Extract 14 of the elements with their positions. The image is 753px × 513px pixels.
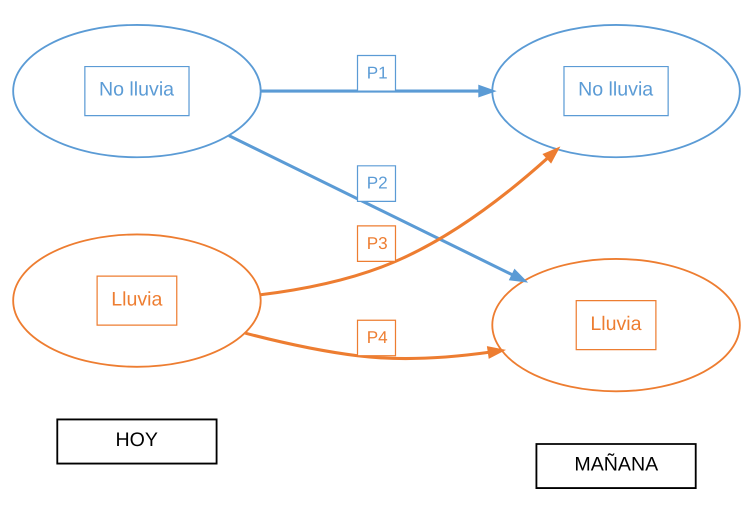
node-box: MAÑANA (536, 443, 697, 490)
arrow (228, 134, 528, 283)
node-ellipse: No lluvia (12, 24, 262, 158)
node-box: HOY (56, 418, 218, 464)
edge-label: P4 (366, 327, 388, 348)
node-ellipse: No lluvia (491, 24, 741, 158)
arrow (245, 332, 506, 360)
node-ellipse: Lluvia (12, 234, 262, 368)
edge-label: P2 (366, 172, 388, 193)
edge-label: P3 (366, 232, 388, 253)
arrow (260, 146, 560, 296)
arrow (260, 84, 497, 98)
edge-label: P1 (366, 62, 388, 82)
node-ellipse: Lluvia (491, 258, 741, 392)
